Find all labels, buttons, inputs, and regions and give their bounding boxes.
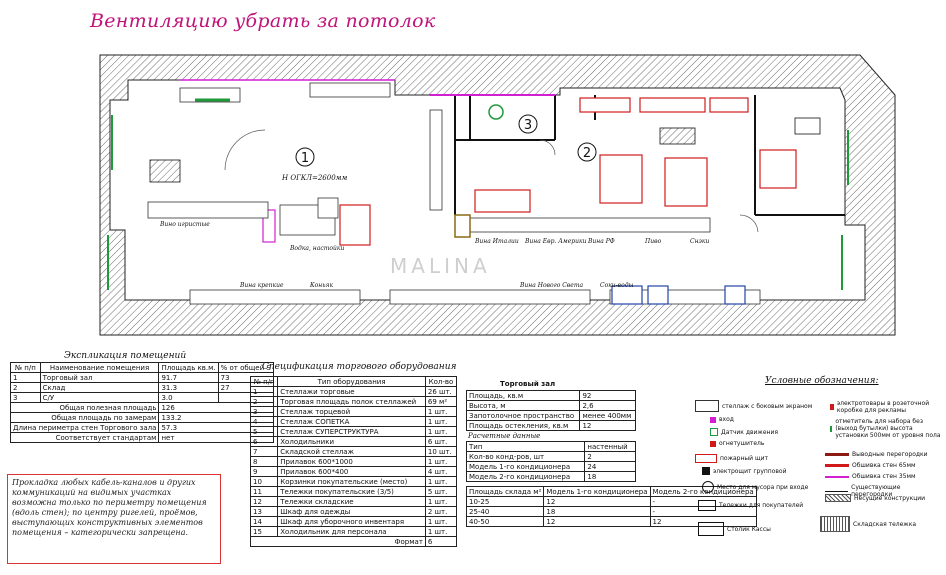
fridges xyxy=(262,97,797,246)
height-note: Н ОГКЛ=2600мм xyxy=(281,174,347,182)
room-number-3: 3 xyxy=(524,118,532,133)
internal-walls xyxy=(454,95,845,216)
label-vino-italy: Вина Италии xyxy=(474,238,519,245)
legend: стеллаж с боковым экраном вход Датчик дв… xyxy=(690,376,941,546)
explication-table: № п/п Наименование помещения Площадь кв.… xyxy=(9,362,274,443)
room-3-marker xyxy=(518,114,538,134)
wiring-note: Прокладка любых кабель-каналов и других … xyxy=(7,474,221,564)
door-frame xyxy=(454,214,471,238)
floor-plan: 1 2 3 Н ОГКЛ=2600мм Вино игристые Водка,… xyxy=(99,54,896,336)
label-konyak: Коньяк xyxy=(309,282,333,289)
label-vino-novogo: Вина Нового Света xyxy=(519,282,584,289)
legend-title: Условные обозначения: xyxy=(765,376,879,386)
page-title: Вентиляцию убрать за потолок xyxy=(90,10,436,32)
room-number-1: 1 xyxy=(301,151,309,166)
label-sneki: Снэки xyxy=(690,238,709,245)
storage-racks xyxy=(149,117,821,183)
spec-title: Спецификация торгового оборудования xyxy=(262,362,457,372)
label-vino-rf: Вина РФ xyxy=(587,238,615,245)
explication-title: Экспликация помещений xyxy=(64,351,187,361)
room-2-marker xyxy=(577,142,597,162)
label-pivo: Пиво xyxy=(644,238,662,245)
doors xyxy=(224,129,759,233)
label-vodka: Водка, настойки xyxy=(289,245,344,252)
wc-fixture xyxy=(488,104,504,120)
watermark: MALINA xyxy=(390,254,491,278)
room-1-marker xyxy=(295,147,315,167)
calc-title: Расчетные данные xyxy=(468,432,541,440)
zal-title: Торговый зал xyxy=(500,380,556,388)
window-marks xyxy=(107,115,849,290)
cashier-zone xyxy=(611,285,643,305)
label-vino-ig: Вино игристые xyxy=(159,221,210,228)
label-soki: Соки-воды xyxy=(600,282,634,289)
room-number-2: 2 xyxy=(583,146,591,161)
label-vino-world: Вина Евр. Америки xyxy=(524,238,587,245)
label-vino-krepkoe: Вина крепкие xyxy=(239,282,284,289)
